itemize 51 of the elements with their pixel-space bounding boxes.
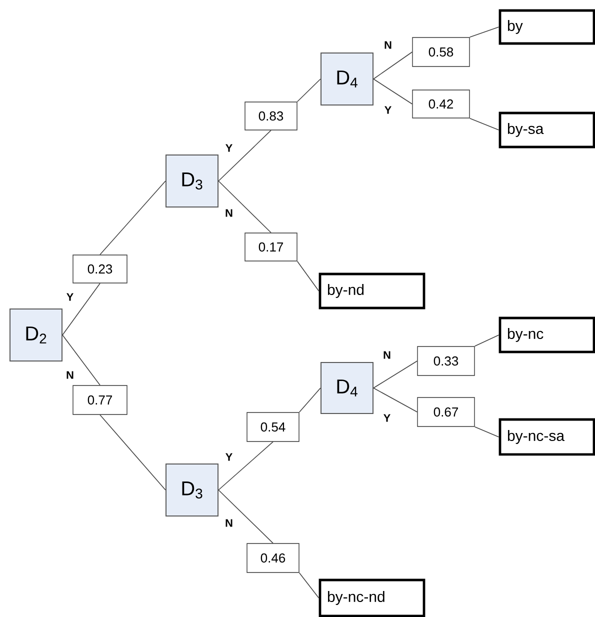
edge-label: Y [384,106,392,114]
connector [296,78,321,102]
connector [373,52,413,80]
probability-box: 0.42 [412,90,470,118]
connector [373,388,418,412]
connector [100,180,166,256]
edge-label: Y [226,144,232,152]
result-box: by [498,9,595,45]
connector [469,118,500,130]
connector [298,572,320,598]
connector [218,441,274,490]
probability-box: 0.17 [244,232,298,262]
decision-box: D$_{4}$ [320,362,374,414]
connector [100,414,166,490]
result-box: by-nc [498,316,595,354]
probability-box: 0.83 [244,102,298,130]
probability-box: 0.23 [72,254,128,284]
probability-box: 0.46 [246,543,300,573]
edge-label: N [384,41,392,49]
connector [218,490,274,544]
connector [218,130,272,182]
probability-box: 0.54 [246,412,300,442]
edge-label: Y [226,453,232,461]
decision-box: D$_{3}$ [166,464,218,516]
decision-box: D$_{2}$ [10,308,62,362]
connector [296,260,320,292]
edge-label: N [226,519,232,527]
edge-label: N [384,351,390,359]
result-box: by-nd [318,272,426,310]
connector [218,180,272,234]
probability-box: 0.67 [417,397,475,427]
connector [298,388,321,413]
decision-box: D$_{3}$ [166,154,218,208]
probability-box: 0.33 [417,346,475,376]
probability-box: 0.58 [412,37,470,67]
connector [373,360,418,388]
edge-label: Y [66,293,74,301]
result-box: by-nc-sa [498,418,595,456]
probability-box: 0.77 [72,385,128,415]
connector [469,26,500,38]
edge-label: N [66,371,74,379]
edge-label: Y [384,414,390,422]
result-box: by-sa [498,112,595,148]
edge-label: N [226,209,232,217]
result-box: by-nc-nd [318,578,426,617]
connector [474,334,500,347]
decision-box: D$_{4}$ [320,52,374,106]
connector [62,282,100,336]
connector [474,426,500,438]
connector [62,334,100,386]
connector [373,78,413,104]
